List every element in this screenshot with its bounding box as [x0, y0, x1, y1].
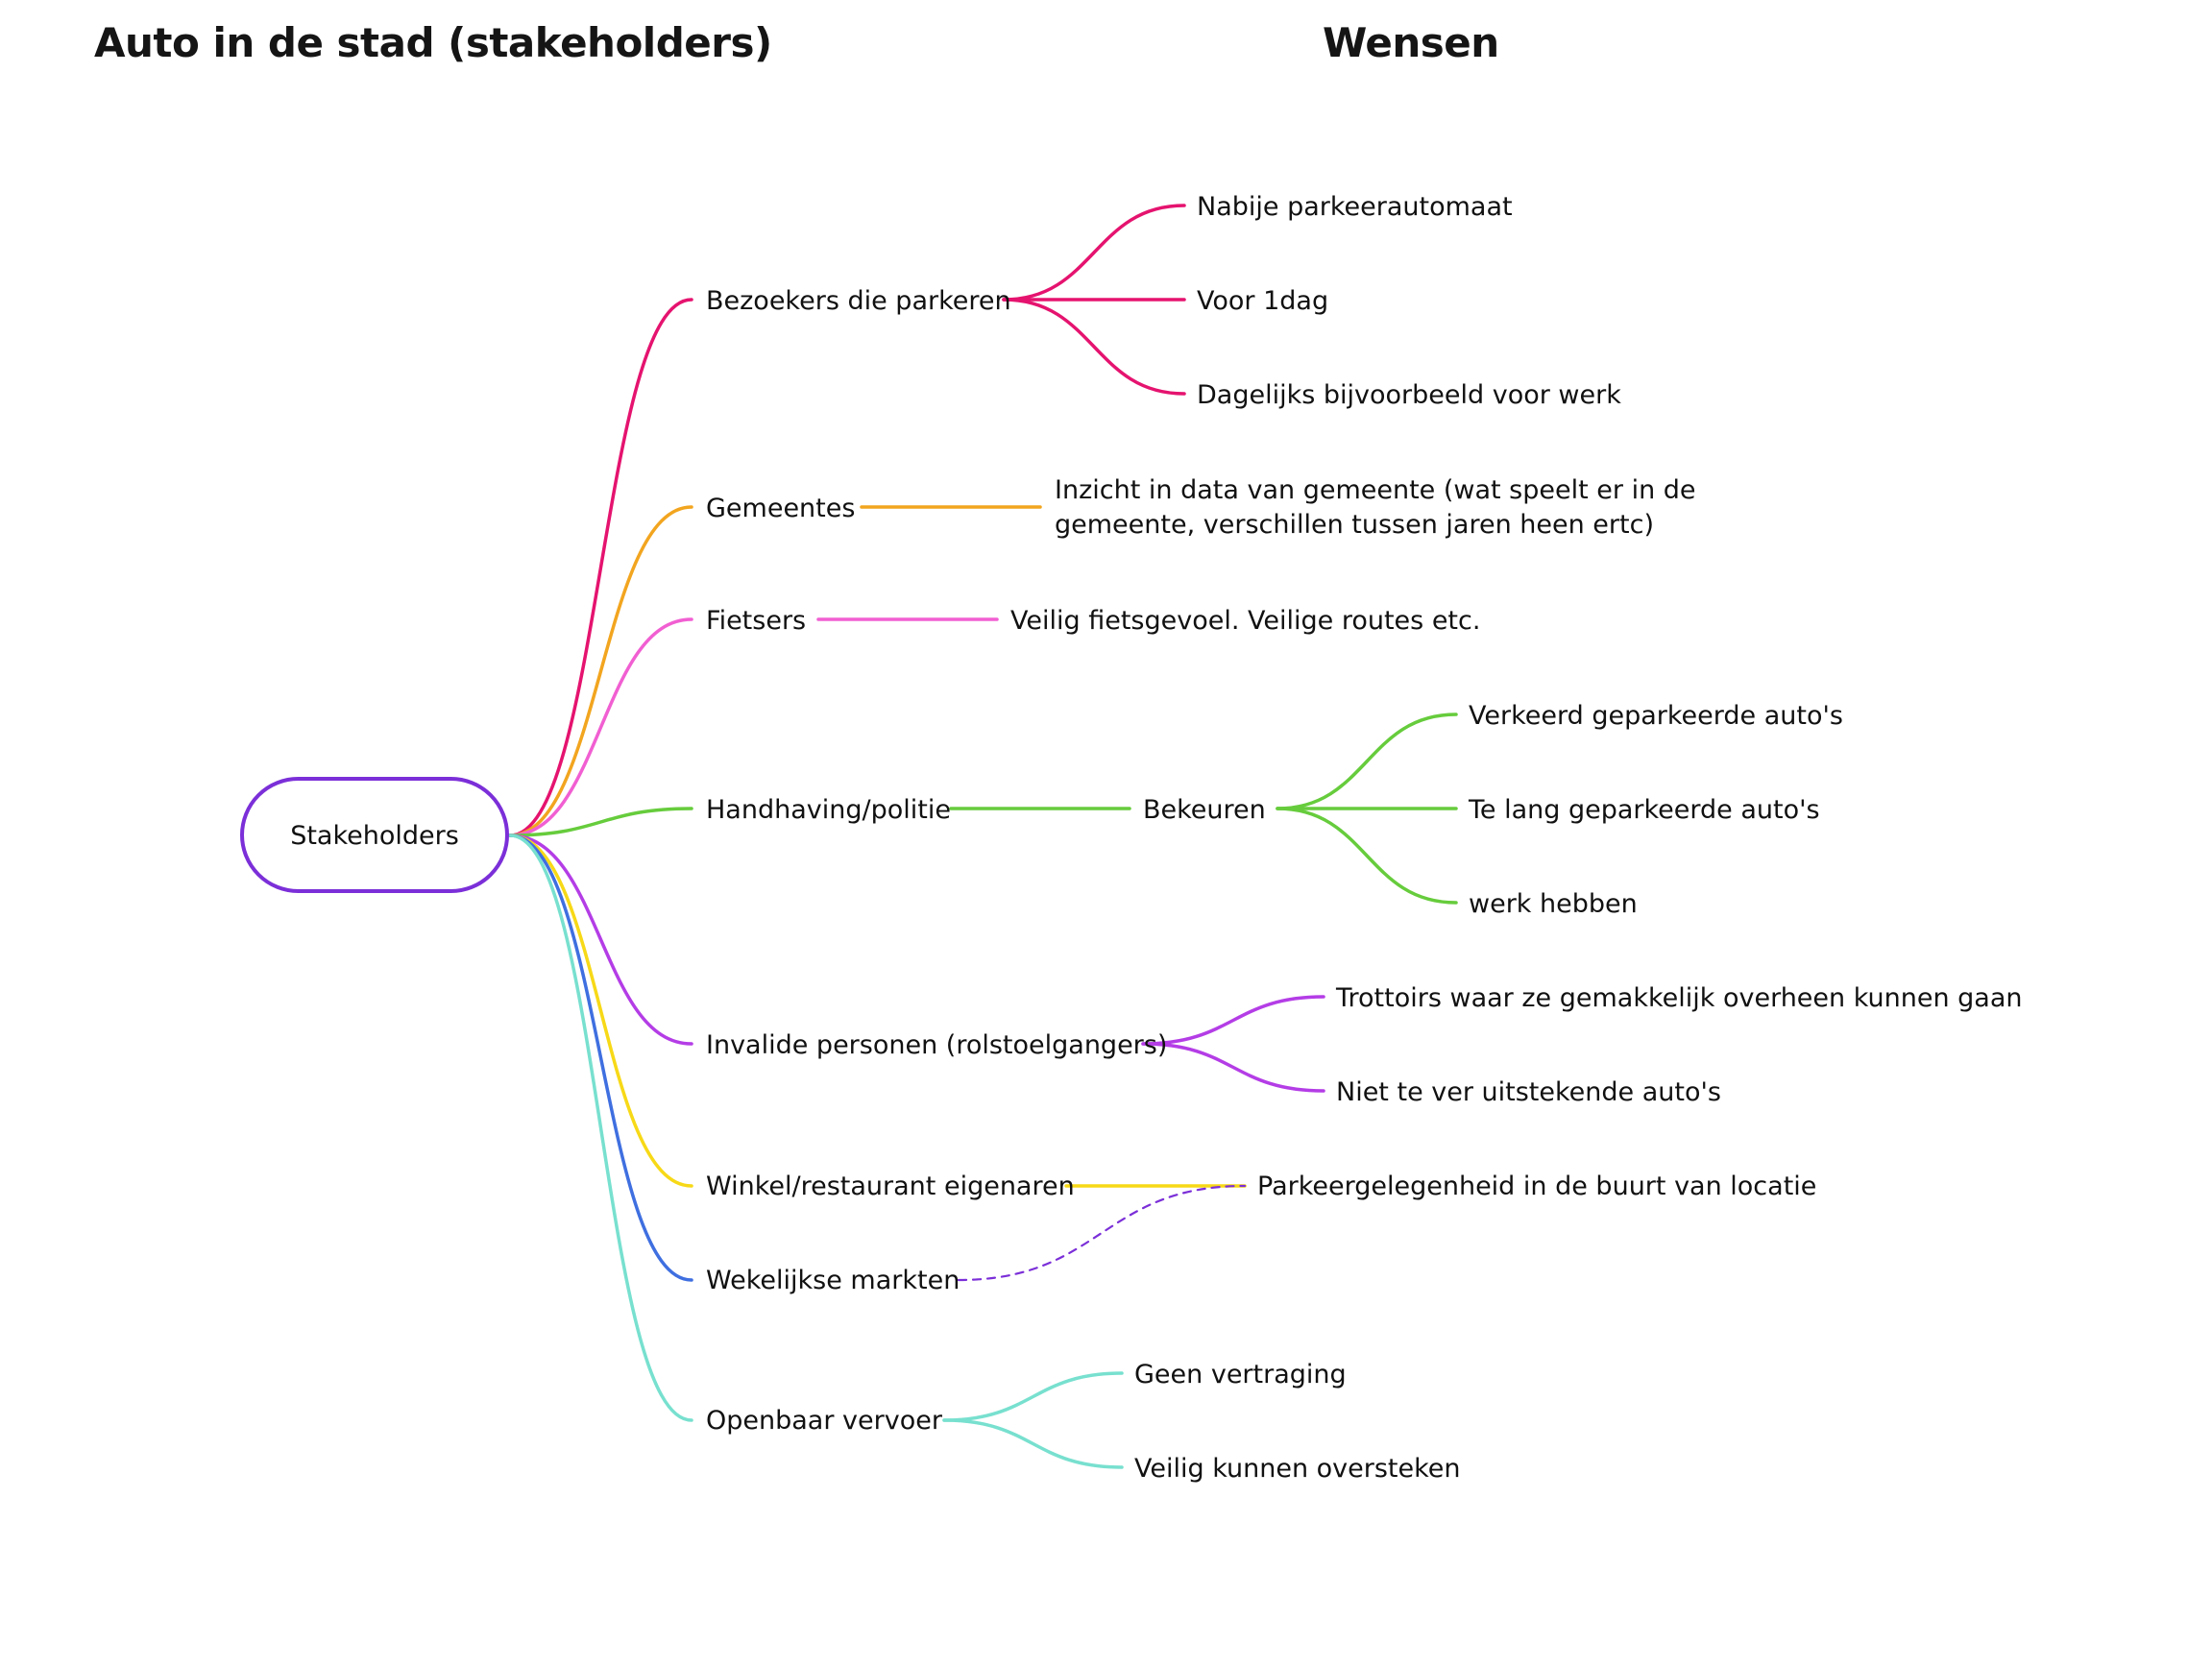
root-node[interactable]: Stakeholders — [240, 777, 509, 893]
wish-veilig-oversteken[interactable]: Veilig kunnen oversteken — [1134, 1454, 1461, 1484]
wish-parkeergelegenheid[interactable]: Parkeergelegenheid in de buurt van locat… — [1257, 1172, 1816, 1201]
wish-voor-1dag[interactable]: Voor 1dag — [1197, 286, 1328, 316]
connector-bezoekers-0 — [1002, 204, 1186, 302]
connector-root-ov — [508, 834, 693, 1422]
root-node-shape — [240, 777, 509, 893]
wish-dagelijks[interactable]: Dagelijks bijvoorbeeld voor werk — [1197, 380, 1621, 410]
node-bezoekers[interactable]: Bezoekers die parkeren — [706, 286, 1011, 316]
connector-root-fietsers — [508, 617, 693, 837]
node-ov[interactable]: Openbaar vervoer — [706, 1406, 943, 1436]
connector-markten-crosslink — [957, 1184, 1247, 1282]
wish-geen-vertraging[interactable]: Geen vertraging — [1134, 1360, 1347, 1389]
node-markten[interactable]: Wekelijkse markten — [706, 1266, 960, 1295]
node-winkel[interactable]: Winkel/restaurant eigenaren — [706, 1172, 1075, 1201]
title-wensen: Wensen — [1323, 19, 1499, 66]
connector-root-invalide — [508, 834, 693, 1046]
node-fietsers[interactable]: Fietsers — [706, 606, 806, 636]
wish-inzicht-data-line2: gemeente, verschillen tussen jaren heen … — [1055, 510, 1654, 540]
connector-bezoekers-2 — [1002, 298, 1186, 396]
connector-root-markten — [508, 834, 693, 1282]
wish-nabije-parkeerautomaat[interactable]: Nabije parkeerautomaat — [1197, 192, 1513, 222]
node-bekeuren[interactable]: Bekeuren — [1143, 795, 1266, 825]
node-gemeentes[interactable]: Gemeentes — [706, 494, 855, 523]
wish-niet-uitstekend[interactable]: Niet te ver uitstekende auto's — [1336, 1077, 1721, 1107]
connector-root-handhaving — [508, 807, 693, 837]
wish-werk-hebben[interactable]: werk hebben — [1469, 889, 1638, 919]
connector-bekeuren-0 — [1276, 713, 1458, 810]
connector-ov-0 — [942, 1371, 1124, 1422]
node-invalide[interactable]: Invalide personen (rolstoelgangers) — [706, 1030, 1167, 1060]
connector-invalide-0 — [1141, 995, 1325, 1046]
connector-root-gemeentes — [508, 505, 693, 837]
title-stakeholders: Auto in de stad (stakeholders) — [94, 19, 772, 66]
connector-bekeuren-2 — [1276, 807, 1458, 905]
node-handhaving[interactable]: Handhaving/politie — [706, 795, 951, 825]
wish-inzicht-data-line1[interactable]: Inzicht in data van gemeente (wat speelt… — [1055, 475, 1696, 505]
wish-verkeerd-geparkeerd[interactable]: Verkeerd geparkeerde auto's — [1469, 701, 1843, 731]
connector-root-bezoekers — [508, 298, 693, 837]
wish-te-lang-geparkeerd[interactable]: Te lang geparkeerde auto's — [1468, 795, 1820, 825]
wish-veilig-fietsgevoel[interactable]: Veilig fietsgevoel. Veilige routes etc. — [1010, 606, 1480, 636]
connector-ov-1 — [942, 1418, 1124, 1469]
wish-trottoirs[interactable]: Trottoirs waar ze gemakkelijk overheen k… — [1335, 983, 2023, 1013]
connector-invalide-1 — [1141, 1042, 1325, 1093]
root-node-label: Stakeholders — [290, 821, 459, 851]
connector-root-winkel — [508, 834, 693, 1188]
